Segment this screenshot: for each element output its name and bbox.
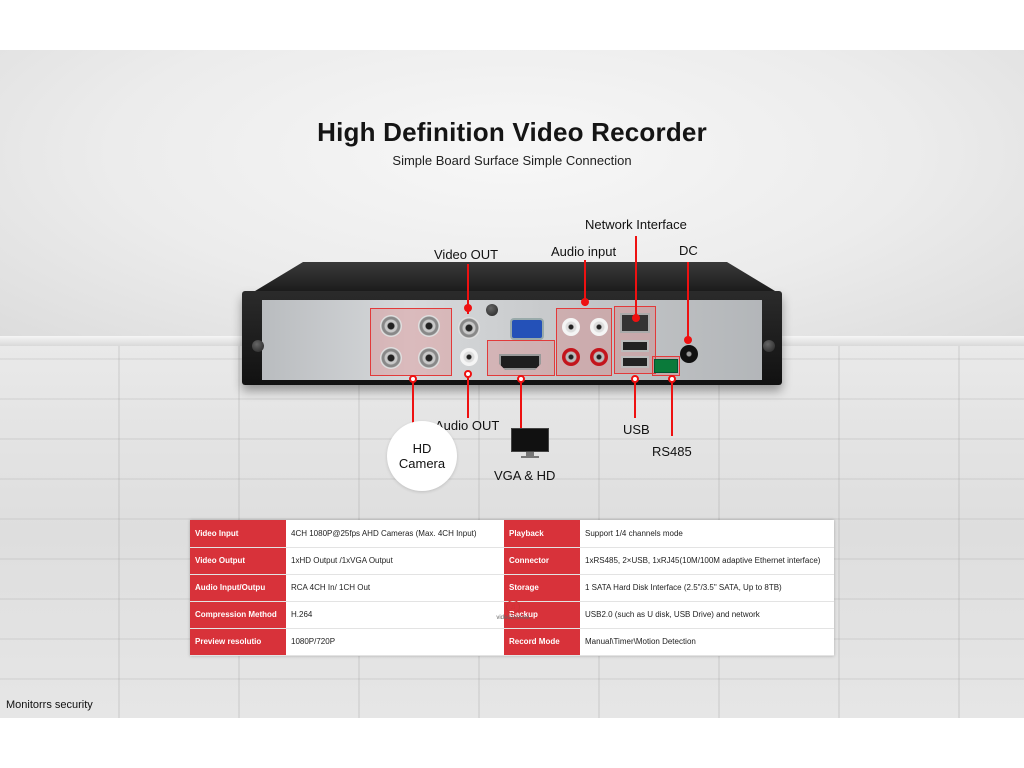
audio-out-dot — [464, 370, 472, 378]
audio-input-leader-line — [584, 260, 586, 306]
spec-value: Support 1/4 channels mode — [580, 520, 834, 548]
video-out-connector-icon — [458, 317, 480, 339]
bnc-connector-icon — [380, 347, 402, 369]
spec-key: Connector — [504, 547, 580, 575]
rs485-terminal-icon — [654, 359, 678, 373]
dc-dot — [684, 336, 692, 344]
watermark-logo-icon: ♫ — [506, 600, 520, 614]
rca-red-connector-icon — [590, 348, 608, 366]
vga-hd-leader-line — [520, 378, 522, 428]
network-interface-label: Network Interface — [585, 217, 687, 232]
page-subtitle: Simple Board Surface Simple Connection — [392, 153, 632, 168]
usb-port-icon — [621, 340, 649, 352]
rs485-leader-line — [671, 378, 673, 436]
spec-value: USB2.0 (such as U disk, USB Drive) and n… — [580, 601, 834, 629]
rs485-dot — [668, 375, 676, 383]
monitor-icon — [511, 428, 549, 458]
spec-key: Compression Method — [190, 601, 286, 629]
vga-hd-label: VGA & HD — [494, 468, 556, 483]
spec-key: Record Mode — [504, 628, 580, 657]
screw-icon — [486, 304, 498, 316]
watermark-text: videozvonek — [496, 615, 530, 621]
screw-icon — [763, 340, 775, 352]
audio-out-connector-icon — [460, 348, 478, 366]
bottom-margin — [0, 718, 1024, 768]
footer-caption: Monitorrs security — [6, 699, 93, 711]
spec-value: 1xRS485, 2×USB, 1xRJ45(10M/100M adaptive… — [580, 547, 834, 575]
spec-value: 4CH 1080P@25fps AHD Cameras (Max. 4CH In… — [286, 520, 504, 548]
usb-port-icon — [621, 356, 649, 368]
video-out-leader-line — [467, 264, 469, 314]
audio-input-label: Audio input — [551, 244, 617, 259]
hd-camera-dot — [409, 375, 417, 383]
spec-value: H.264 — [286, 601, 504, 629]
dc-leader-line — [687, 262, 689, 342]
hd-camera-badge: HD Camera — [387, 421, 457, 491]
spec-key: Playback — [504, 520, 580, 548]
watermark: ♫ videozvonek — [490, 600, 536, 621]
dvr-top-cover — [250, 262, 780, 294]
network-leader-line — [635, 236, 637, 318]
bnc-connector-icon — [418, 347, 440, 369]
table-row: Video Input 4CH 1080P@25fps AHD Cameras … — [190, 520, 834, 548]
audio-input-dot — [581, 298, 589, 306]
screw-icon — [252, 340, 264, 352]
hdmi-port-icon — [499, 354, 541, 370]
usb-label: USB — [623, 422, 650, 437]
rs485-label: RS485 — [652, 444, 692, 459]
spec-value: Manual\Timer\Motion Detection — [580, 628, 834, 657]
dc-label: DC — [679, 243, 698, 258]
spec-key: Audio Input/Outpu — [190, 574, 286, 602]
dc-power-jack-icon — [680, 345, 698, 363]
page-title: High Definition Video Recorder — [317, 117, 707, 147]
rca-white-connector-icon — [590, 318, 608, 336]
vga-port-icon — [510, 318, 544, 340]
usb-leader-line — [634, 378, 636, 418]
spec-value: 1 SATA Hard Disk Interface (2.5"/3.5" SA… — [580, 574, 834, 602]
spec-table: Video Input 4CH 1080P@25fps AHD Cameras … — [190, 520, 834, 657]
video-out-label: Video OUT — [434, 247, 499, 262]
audio-out-label: Audio OUT — [435, 418, 500, 433]
spec-key: Preview resolutio — [190, 628, 286, 657]
bnc-connector-icon — [418, 315, 440, 337]
spec-key: Video Input — [190, 520, 286, 548]
hd-camera-label-line2: Camera — [398, 456, 446, 471]
usb-dot — [631, 375, 639, 383]
audio-input-group — [556, 308, 612, 376]
top-margin — [0, 0, 1024, 50]
spec-key: Video Output — [190, 547, 286, 575]
spec-key: Storage — [504, 574, 580, 602]
bnc-connector-icon — [380, 315, 402, 337]
vga-hd-dot — [517, 375, 525, 383]
hd-camera-label-line1: HD — [412, 441, 432, 456]
rca-red-connector-icon — [562, 348, 580, 366]
spec-value: 1xHD Output /1xVGA Output — [286, 547, 504, 575]
audio-out-leader-line — [467, 372, 469, 418]
video-out-dot — [464, 304, 472, 312]
hd-camera-leader-line — [412, 378, 414, 426]
spec-value: 1080P/720P — [286, 628, 504, 657]
network-dot — [632, 314, 640, 322]
spec-value: RCA 4CH In/ 1CH Out — [286, 574, 504, 602]
rca-white-connector-icon — [562, 318, 580, 336]
